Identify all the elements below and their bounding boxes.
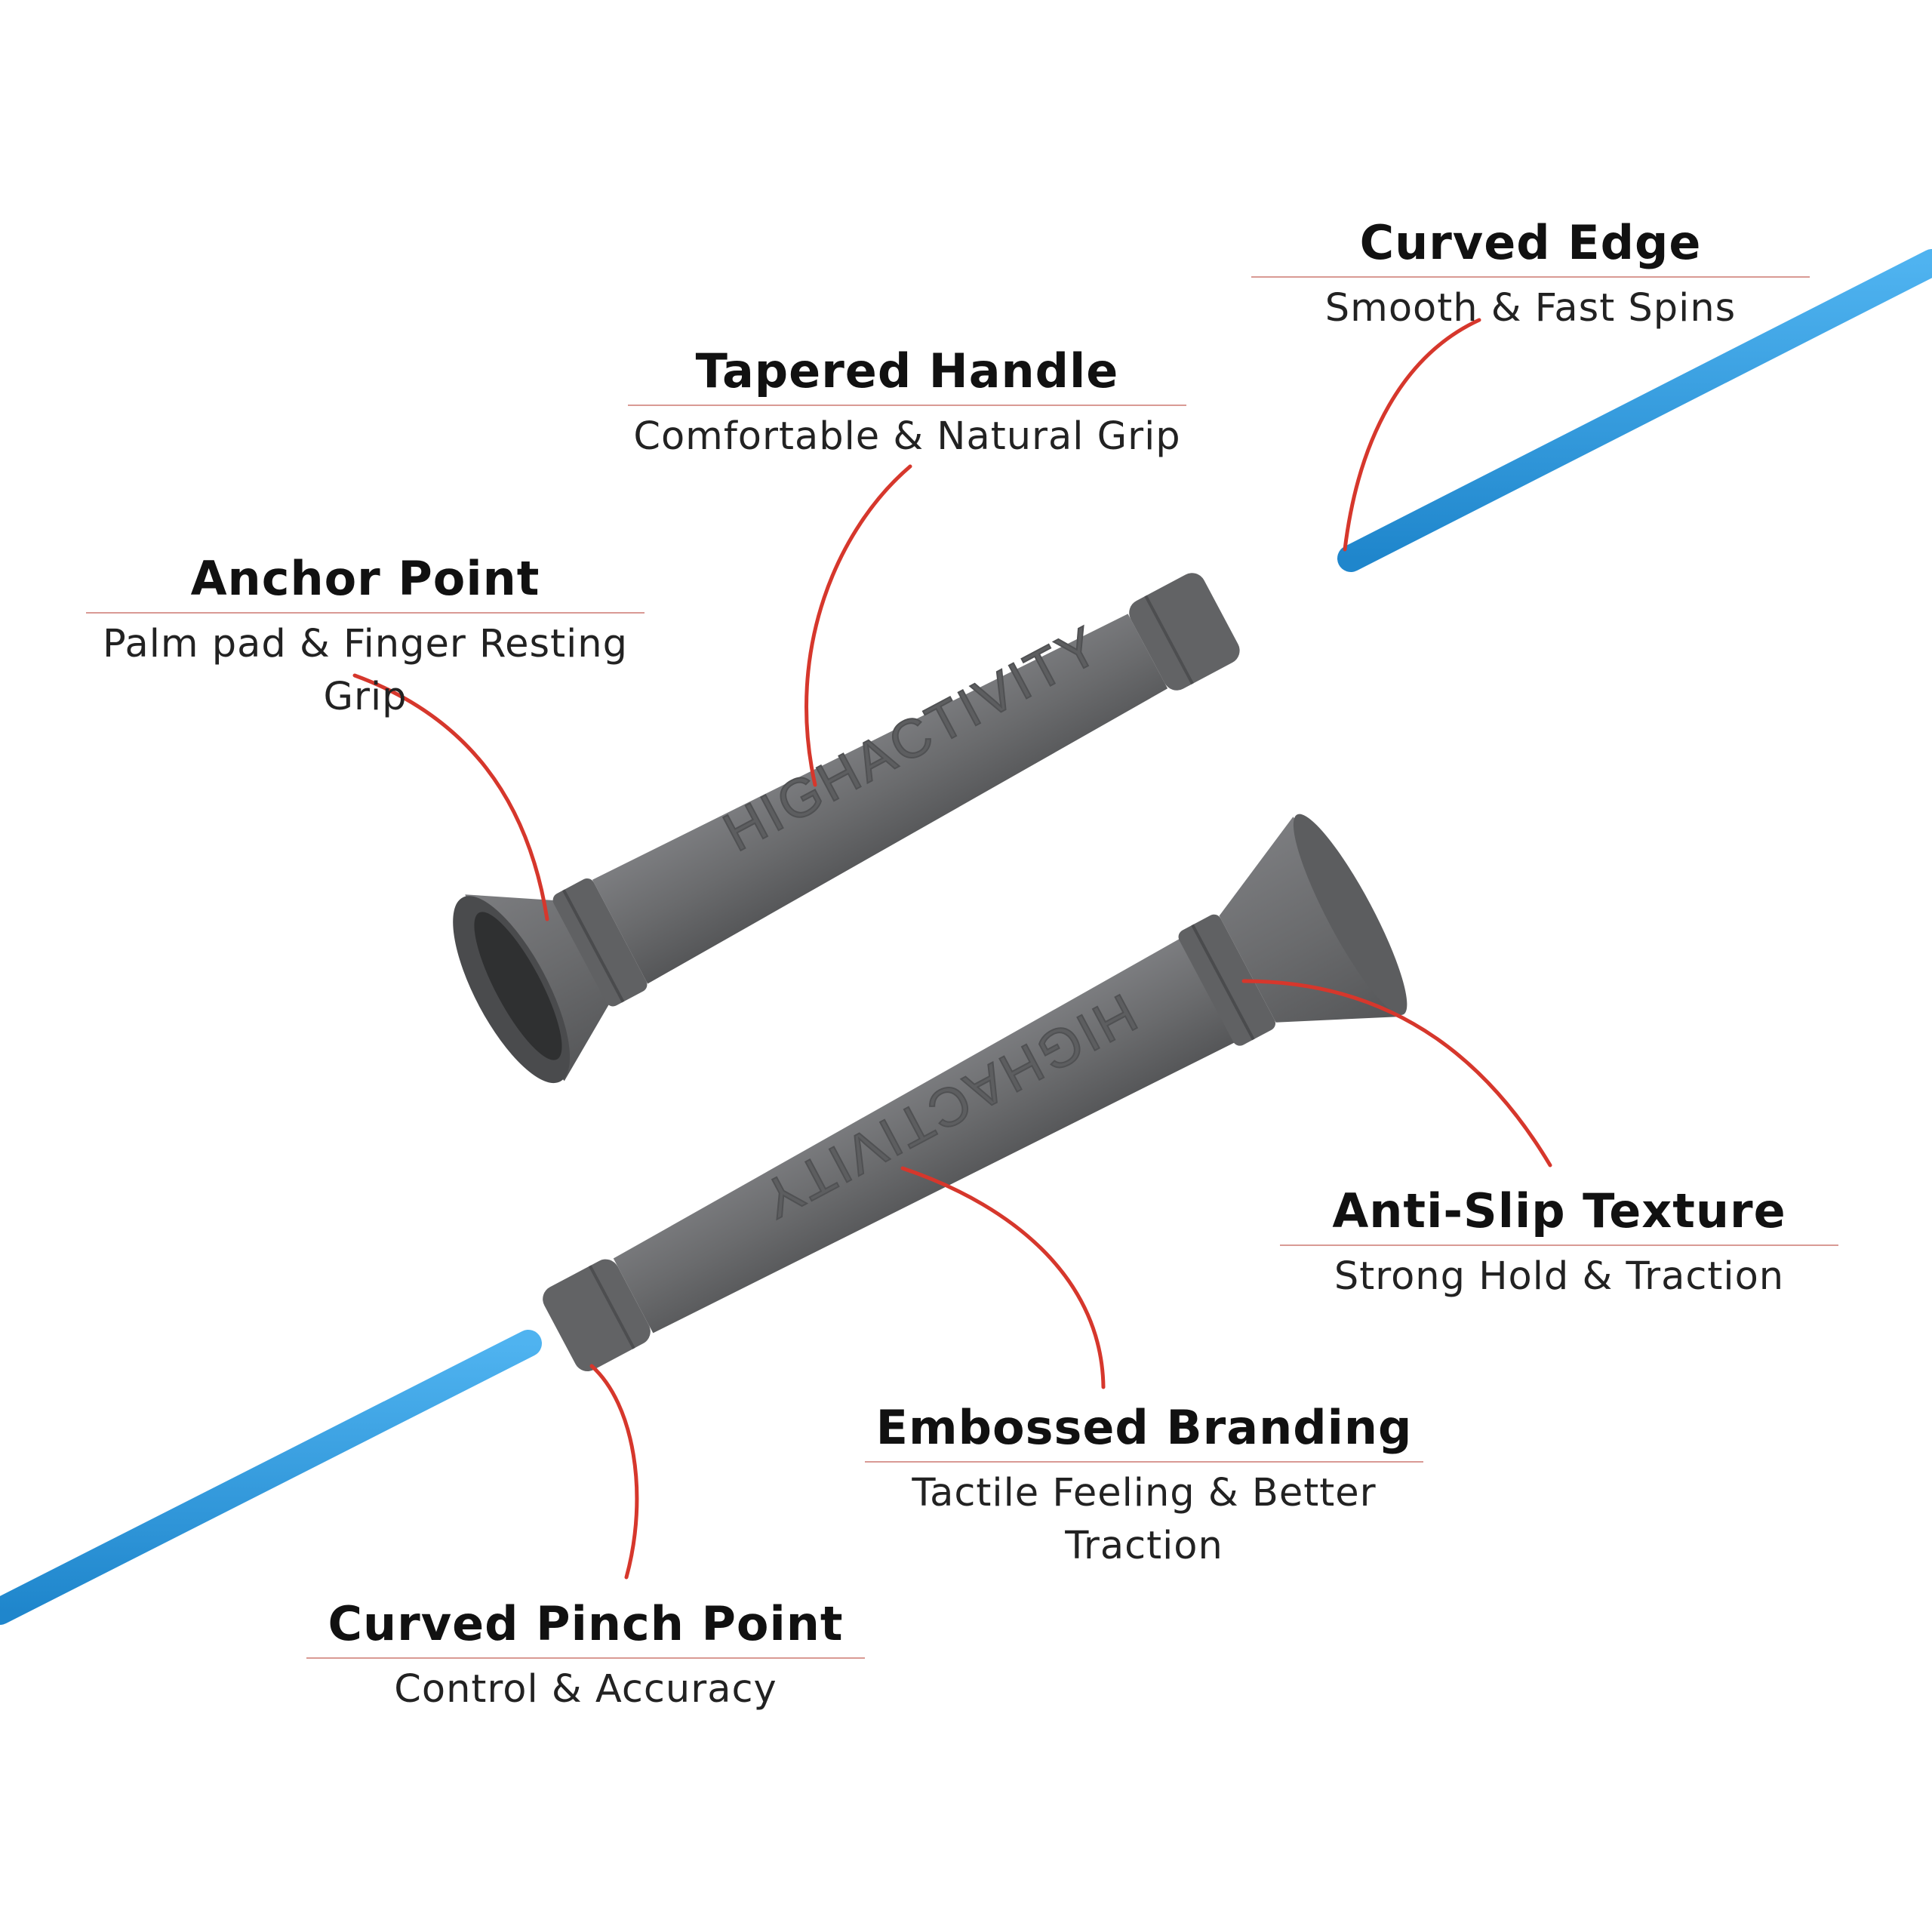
- callout-tapered-handle: [804, 464, 912, 787]
- label-subtitle: Smooth & Fast Spins: [1324, 286, 1737, 331]
- callout-anti-slip: [1241, 979, 1552, 1168]
- label-title: Curved Pinch Point: [328, 1596, 844, 1651]
- label-title: Embossed Branding: [875, 1400, 1413, 1455]
- label-curved-edge: Curved Edge Smooth & Fast Spins: [1251, 213, 1810, 335]
- callout-curved-edge: [1343, 318, 1481, 552]
- label-curved-pinch-point: Curved Pinch Point Control & Accuracy: [306, 1594, 865, 1716]
- lower-handle: [543, 814, 1407, 1372]
- label-subtitle: Tactile Feeling & Better Traction: [912, 1471, 1377, 1568]
- label-divider: [86, 612, 645, 614]
- label-tapered-handle: Tapered Handle Comfortable & Natural Gri…: [628, 341, 1186, 463]
- label-divider: [1251, 276, 1810, 278]
- label-title: Anti-Slip Texture: [1332, 1183, 1786, 1238]
- upper-handle: [453, 573, 1240, 1084]
- label-anchor-point: Anchor Point Palm pad & Finger Resting G…: [86, 549, 645, 724]
- label-anti-slip-texture: Anti-Slip Texture Strong Hold & Traction: [1280, 1181, 1838, 1303]
- callout-pinch-point: [589, 1364, 639, 1580]
- label-divider: [865, 1461, 1423, 1463]
- label-title: Tapered Handle: [695, 343, 1119, 398]
- label-title: Curved Edge: [1359, 215, 1702, 270]
- label-subtitle: Strong Hold & Traction: [1334, 1254, 1785, 1299]
- upper-rope: [1337, 249, 1932, 572]
- callout-embossed: [900, 1166, 1106, 1389]
- label-embossed-branding: Embossed Branding Tactile Feeling & Bett…: [865, 1398, 1423, 1573]
- lower-rope: [0, 1330, 542, 1625]
- label-subtitle: Control & Accuracy: [394, 1667, 777, 1712]
- label-subtitle: Comfortable & Natural Grip: [633, 414, 1181, 459]
- label-divider: [1280, 1244, 1838, 1246]
- label-subtitle: Palm pad & Finger Resting Grip: [103, 622, 628, 719]
- label-divider: [306, 1657, 865, 1659]
- callout-anchor-point: [352, 673, 549, 921]
- label-title: Anchor Point: [190, 551, 540, 606]
- label-divider: [628, 405, 1186, 406]
